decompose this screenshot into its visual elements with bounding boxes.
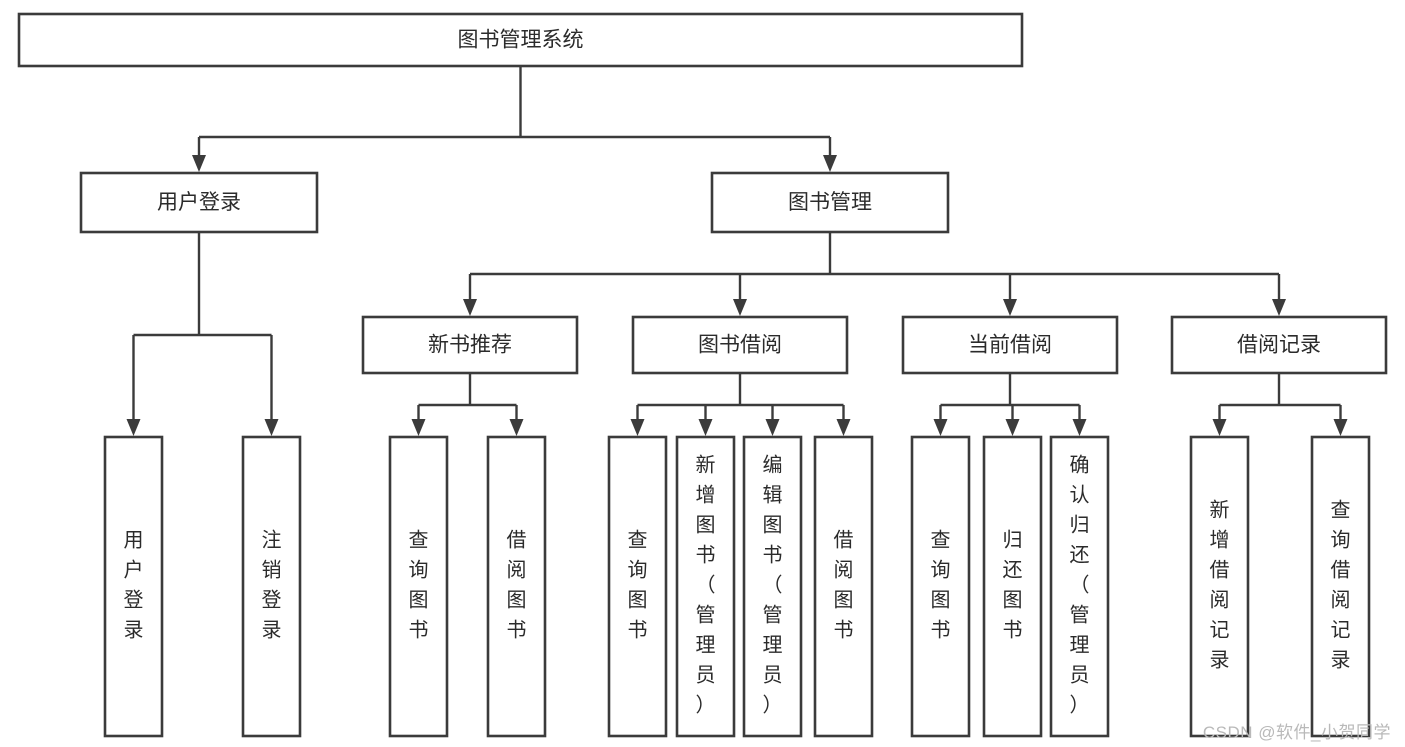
node-current-borrow[interactable]: 当前借阅 xyxy=(901,315,1119,375)
arrow-head-book-borrow xyxy=(733,299,747,316)
arrow-head-user-login xyxy=(192,155,206,172)
node-label-current-borrow: 当前借阅 xyxy=(968,334,1052,357)
node-new-book-rec[interactable]: 新书推荐 xyxy=(361,315,579,375)
arrow-head-leaf-confirm-return-admin xyxy=(1072,419,1087,436)
node-label-leaf-borrow-book-2: 借阅图书 xyxy=(834,529,854,642)
node-box-leaf-add-book-admin[interactable] xyxy=(675,435,736,738)
node-leaf-add-book-admin[interactable]: 新增图书（管理员） xyxy=(675,435,736,738)
node-leaf-add-record[interactable]: 新增借阅记录 xyxy=(1189,435,1250,738)
connector-group-borrow-record xyxy=(1212,374,1348,436)
node-box-new-book-rec[interactable] xyxy=(361,315,579,375)
arrow-head-leaf-query-record xyxy=(1333,419,1348,436)
node-leaf-confirm-return-admin[interactable]: 确认归还（管理员） xyxy=(1049,435,1110,738)
node-leaf-return-book[interactable]: 归还图书 xyxy=(982,435,1043,738)
node-label-leaf-add-book-admin: 新增图书（管理员） xyxy=(696,454,716,717)
node-box-leaf-user-logout[interactable] xyxy=(241,435,302,738)
node-label-leaf-add-record: 新增借阅记录 xyxy=(1210,499,1230,672)
node-leaf-user-login[interactable]: 用户登录 xyxy=(103,435,164,738)
node-box-book-manage[interactable] xyxy=(710,171,950,234)
node-label-borrow-record: 借阅记录 xyxy=(1237,334,1321,357)
node-box-leaf-edit-book-admin[interactable] xyxy=(742,435,803,738)
node-box-leaf-query-book-2[interactable] xyxy=(607,435,668,738)
arrow-head-leaf-user-logout xyxy=(264,419,279,436)
arrow-head-leaf-query-book-2 xyxy=(630,419,645,436)
node-label-new-book-rec: 新书推荐 xyxy=(428,334,512,357)
node-label-root: 图书管理系统 xyxy=(458,29,584,52)
node-leaf-query-book-2[interactable]: 查询图书 xyxy=(607,435,668,738)
node-box-borrow-record[interactable] xyxy=(1170,315,1388,375)
node-box-root[interactable] xyxy=(17,12,1024,68)
node-leaf-query-book-3[interactable]: 查询图书 xyxy=(910,435,971,738)
node-label-leaf-query-book-3: 查询图书 xyxy=(931,529,951,642)
node-label-book-manage: 图书管理 xyxy=(788,191,872,214)
node-box-leaf-return-book[interactable] xyxy=(982,435,1043,738)
arrow-head-leaf-query-book-1 xyxy=(411,419,426,436)
arrow-head-leaf-borrow-book-1 xyxy=(509,419,524,436)
node-box-leaf-borrow-book-2[interactable] xyxy=(813,435,874,738)
node-box-leaf-confirm-return-admin[interactable] xyxy=(1049,435,1110,738)
node-label-book-borrow: 图书借阅 xyxy=(698,334,782,357)
csdn-watermark: CSDN @软件_小贺同学 xyxy=(1202,723,1391,742)
arrow-head-book-manage xyxy=(823,155,837,172)
arrow-head-new-book-rec xyxy=(463,299,477,316)
arrow-head-leaf-user-login xyxy=(126,419,141,436)
node-user-login[interactable]: 用户登录 xyxy=(79,171,319,234)
node-layer: 图书管理系统用户登录图书管理新书推荐图书借阅当前借阅借阅记录用户登录注销登录查询… xyxy=(17,12,1388,738)
node-leaf-borrow-book-2[interactable]: 借阅图书 xyxy=(813,435,874,738)
arrow-head-leaf-return-book xyxy=(1005,419,1020,436)
node-label-leaf-borrow-book-1: 借阅图书 xyxy=(507,529,527,642)
connector-group-new-book-rec xyxy=(411,374,524,436)
node-label-leaf-query-book-2: 查询图书 xyxy=(628,529,648,642)
node-label-leaf-query-record: 查询借阅记录 xyxy=(1331,499,1351,672)
node-box-leaf-query-book-3[interactable] xyxy=(910,435,971,738)
node-label-leaf-user-login: 用户登录 xyxy=(124,530,144,642)
node-label-leaf-return-book: 归还图书 xyxy=(1003,529,1023,642)
node-box-leaf-add-record[interactable] xyxy=(1189,435,1250,738)
node-borrow-record[interactable]: 借阅记录 xyxy=(1170,315,1388,375)
node-box-leaf-query-book-1[interactable] xyxy=(388,435,449,738)
node-box-leaf-user-login[interactable] xyxy=(103,435,164,738)
connector-group-book-manage xyxy=(463,233,1286,316)
node-leaf-edit-book-admin[interactable]: 编辑图书（管理员） xyxy=(742,435,803,738)
node-box-leaf-query-record[interactable] xyxy=(1310,435,1371,738)
node-leaf-user-logout[interactable]: 注销登录 xyxy=(241,435,302,738)
arrow-head-leaf-edit-book-admin xyxy=(765,419,780,436)
connector-group-book-borrow xyxy=(630,374,851,436)
node-label-leaf-query-book-1: 查询图书 xyxy=(409,529,429,642)
node-box-leaf-borrow-book-1[interactable] xyxy=(486,435,547,738)
node-label-leaf-edit-book-admin: 编辑图书（管理员） xyxy=(763,454,783,717)
arrow-head-leaf-add-record xyxy=(1212,419,1227,436)
node-book-manage[interactable]: 图书管理 xyxy=(710,171,950,234)
connector-group-user-login xyxy=(126,233,279,436)
node-label-user-login: 用户登录 xyxy=(157,191,241,214)
edge-layer xyxy=(126,67,1348,436)
arrow-head-current-borrow xyxy=(1003,299,1017,316)
arrow-head-borrow-record xyxy=(1272,299,1286,316)
arrow-head-leaf-query-book-3 xyxy=(933,419,948,436)
node-root[interactable]: 图书管理系统 xyxy=(17,12,1024,68)
node-leaf-query-book-1[interactable]: 查询图书 xyxy=(388,435,449,738)
node-label-leaf-confirm-return-admin: 确认归还（管理员） xyxy=(1070,454,1090,717)
connector-group-root xyxy=(192,67,837,172)
node-leaf-borrow-book-1[interactable]: 借阅图书 xyxy=(486,435,547,738)
node-box-user-login[interactable] xyxy=(79,171,319,234)
connector-group-current-borrow xyxy=(933,374,1087,436)
node-label-leaf-user-logout: 注销登录 xyxy=(262,529,282,642)
arrow-head-leaf-add-book-admin xyxy=(698,419,713,436)
node-box-book-borrow[interactable] xyxy=(631,315,849,375)
node-book-borrow[interactable]: 图书借阅 xyxy=(631,315,849,375)
node-leaf-query-record[interactable]: 查询借阅记录 xyxy=(1310,435,1371,738)
arrow-head-leaf-borrow-book-2 xyxy=(836,419,851,436)
node-box-current-borrow[interactable] xyxy=(901,315,1119,375)
